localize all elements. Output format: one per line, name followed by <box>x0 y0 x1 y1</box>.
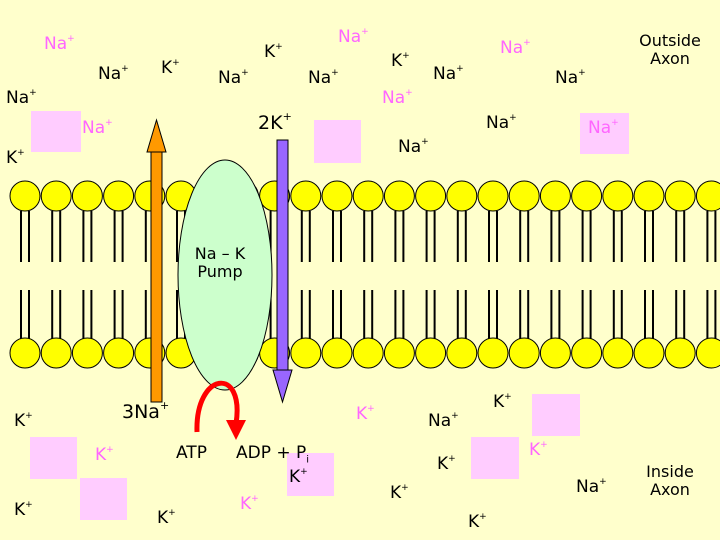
lipid-heads <box>9 180 720 369</box>
na-ion: Na+ <box>398 137 429 157</box>
k-ion: K+ <box>529 440 548 460</box>
na-ion: Na+ <box>486 113 517 133</box>
atp-arrow-curve <box>194 380 240 433</box>
phospholipid-head <box>103 337 135 369</box>
ion-box <box>31 111 81 152</box>
phospholipid-head <box>415 180 447 212</box>
phospholipid-head <box>40 337 72 369</box>
na-ion: Na+ <box>428 411 459 431</box>
k-ion: K+ <box>289 467 308 487</box>
phospholipid-head <box>415 337 447 369</box>
inside-axon-label: Inside Axon <box>646 462 694 500</box>
phospholipid-head <box>695 180 720 212</box>
k-ion: K+ <box>468 512 487 532</box>
phospholipid-head <box>508 337 540 369</box>
na-ion: Na+ <box>218 68 249 88</box>
phospholipid-head <box>571 337 603 369</box>
phospholipid-head <box>71 337 103 369</box>
ion-box <box>30 437 77 479</box>
atp-arrow-head <box>226 420 246 440</box>
k-ion: K+ <box>157 508 176 528</box>
phospholipid-head <box>446 180 478 212</box>
k-ion: K+ <box>14 500 33 520</box>
phospholipid-head <box>383 337 415 369</box>
na-ion: Na+ <box>82 118 113 138</box>
k-ion: K+ <box>14 411 33 431</box>
phospholipid-head <box>290 180 322 212</box>
phospholipid-head <box>290 337 322 369</box>
outflow-arrow-shaft <box>150 149 163 403</box>
phospholipid-head <box>71 180 103 212</box>
phospholipid-head <box>633 180 665 212</box>
phospholipid-head <box>321 180 353 212</box>
na-ion: Na+ <box>433 64 464 84</box>
phospholipid-head <box>446 337 478 369</box>
k-ion: K+ <box>264 42 283 62</box>
phospholipid-head <box>383 180 415 212</box>
phospholipid-head <box>539 180 571 212</box>
na-ion: Na+ <box>44 34 75 54</box>
k-ion: K+ <box>161 58 180 78</box>
na-ion: Na+ <box>555 68 586 88</box>
k-ion: K+ <box>356 404 375 424</box>
na-ion: Na+ <box>500 38 531 58</box>
pump-label: Na – K Pump <box>194 244 246 282</box>
k-ion: K+ <box>240 494 259 514</box>
na-k-pump-protein <box>177 159 273 391</box>
phospholipid-head <box>695 337 720 369</box>
phospholipid-head <box>477 180 509 212</box>
k-ion: K+ <box>6 148 25 168</box>
phospholipid-head <box>602 180 634 212</box>
phospholipid-head <box>571 180 603 212</box>
three-na-label: 3Na+ <box>122 399 170 423</box>
phospholipid-head <box>633 337 665 369</box>
phospholipid-head <box>664 180 696 212</box>
phospholipid-head <box>539 337 571 369</box>
phospholipid-head <box>602 337 634 369</box>
na-ion: Na+ <box>308 68 339 88</box>
phospholipid-head <box>40 180 72 212</box>
ion-box <box>580 113 629 154</box>
inflow-arrow-head <box>272 369 293 404</box>
two-k-label: 2K+ <box>258 110 292 134</box>
ion-box <box>314 120 361 163</box>
k-ion: K+ <box>391 51 410 71</box>
phospholipid-head <box>352 337 384 369</box>
atp-label: ATP <box>176 443 207 463</box>
phospholipid-head <box>508 180 540 212</box>
phospholipid-head <box>477 337 509 369</box>
phospholipid-head <box>103 180 135 212</box>
outflow-arrow-head <box>146 118 167 153</box>
phospholipid-head <box>9 337 41 369</box>
outside-axon-label: Outside Axon <box>639 31 701 69</box>
lipid-tails <box>20 211 717 339</box>
ion-box <box>471 437 519 479</box>
ion-box <box>287 453 334 496</box>
na-ion: Na+ <box>576 477 607 497</box>
phospholipid-head <box>321 337 353 369</box>
na-ion: Na+ <box>382 88 413 108</box>
na-ion: Na+ <box>98 64 129 84</box>
na-ion: Na+ <box>338 27 369 47</box>
adp-pi-label: ADP + Pi <box>236 443 310 466</box>
ion-box <box>80 478 127 520</box>
ion-box <box>532 394 580 436</box>
phospholipid-head <box>352 180 384 212</box>
k-ion: K+ <box>390 483 409 503</box>
k-ion: K+ <box>437 454 456 474</box>
phospholipid-head <box>664 337 696 369</box>
k-ion: K+ <box>95 445 114 465</box>
k-ion: K+ <box>493 392 512 412</box>
na-ion: Na+ <box>6 88 37 108</box>
inflow-arrow-shaft <box>276 139 289 373</box>
na-ion: Na+ <box>588 118 619 138</box>
phospholipid-head <box>9 180 41 212</box>
